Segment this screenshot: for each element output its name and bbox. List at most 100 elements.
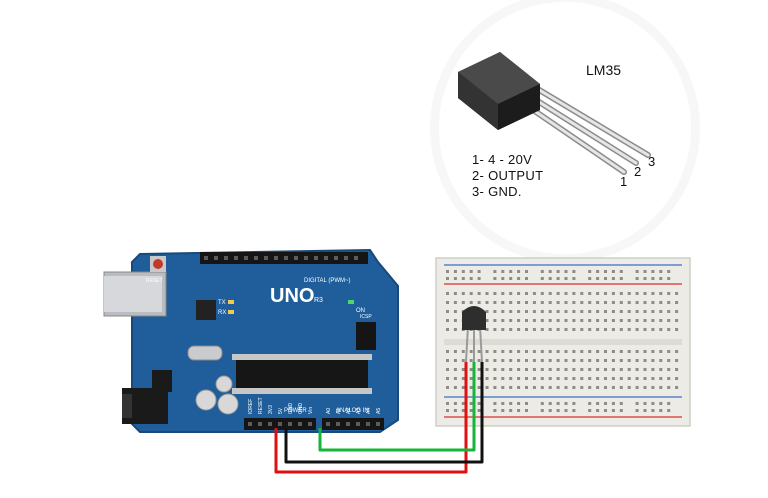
breadboard-hole (572, 277, 576, 280)
breadboard-hole (588, 350, 592, 353)
breadboard-hole (493, 319, 497, 322)
breadboard-hole (675, 301, 679, 304)
breadboard-hole (493, 292, 497, 295)
breadboard-hole (564, 310, 568, 313)
breadboard-hole (596, 377, 600, 380)
breadboard-hole (517, 377, 521, 380)
breadboard-hole (540, 359, 544, 362)
breadboard-hole (627, 359, 631, 362)
breadboard-hole (540, 386, 544, 389)
breadboard-hole (588, 310, 592, 313)
lm35-callout: 1 2 3 (430, 0, 700, 263)
breadboard-hole (627, 350, 631, 353)
breadboard-hole (540, 319, 544, 322)
power-pin-label: RESET (258, 397, 264, 414)
breadboard-hole (619, 409, 623, 412)
breadboard-hole (509, 402, 513, 405)
breadboard-hole (596, 402, 600, 405)
pin-legend: 1- 4 - 20V 2- OUTPUT 3- GND. (472, 152, 543, 200)
breadboard-hole (461, 359, 465, 362)
breadboard-hole (596, 409, 600, 412)
breadboard-hole (556, 292, 560, 295)
breadboard-hole (556, 368, 560, 371)
breadboard-hole (643, 386, 647, 389)
breadboard-hole (501, 270, 505, 273)
breadboard-hole (477, 270, 481, 273)
power-pin-label: GND (298, 403, 304, 415)
breadboard-hole (619, 310, 623, 313)
breadboard-hole (588, 292, 592, 295)
power-pin-label: IOREF (248, 399, 254, 414)
rx-label: RX (218, 310, 226, 316)
breadboard-hole (453, 310, 457, 313)
breadboard-hole (619, 277, 623, 280)
tx-led (228, 300, 234, 304)
breadboard-hole (572, 301, 576, 304)
breadboard-hole (556, 328, 560, 331)
breadboard-hole (469, 402, 473, 405)
breadboard-hole (461, 270, 465, 273)
breadboard-hole (580, 368, 584, 371)
breadboard-hole (540, 402, 544, 405)
breadboard-hole (611, 292, 615, 295)
breadboard-hole (643, 409, 647, 412)
breadboard-hole (446, 328, 449, 331)
breadboard-hole (667, 402, 671, 405)
wire-a0-green (318, 362, 476, 452)
breadboard-hole (627, 377, 631, 380)
breadboard-hole (446, 368, 449, 371)
breadboard-hole (493, 386, 497, 389)
breadboard-hole (572, 310, 576, 313)
breadboard-hole (485, 368, 489, 371)
breadboard-hole (596, 292, 600, 295)
breadboard-hole (548, 386, 552, 389)
breadboard-hole (675, 386, 679, 389)
breadboard-hole (446, 377, 449, 380)
breadboard-hole (509, 350, 513, 353)
power-pin-label: 5V (278, 407, 284, 414)
breadboard-hole (619, 301, 623, 304)
breadboard-hole (446, 386, 449, 389)
breadboard-hole (548, 301, 552, 304)
power-pin-label: Vin (308, 407, 314, 414)
breadboard-hole (564, 328, 568, 331)
board-name: UNO (270, 285, 314, 307)
breadboard-hole (588, 359, 592, 362)
breadboard-hole (659, 301, 663, 304)
breadboard-hole (580, 310, 584, 313)
breadboard-hole (548, 409, 552, 412)
breadboard-hole (485, 350, 489, 353)
breadboard-hole (446, 350, 449, 353)
breadboard-hole (509, 292, 513, 295)
breadboard-hole (548, 292, 552, 295)
lm35-sensor-breadboard (462, 306, 486, 363)
breadboard-hole (667, 377, 671, 380)
breadboard-hole (532, 377, 536, 380)
breadboard-hole (651, 350, 655, 353)
breadboard-hole (446, 409, 449, 412)
breadboard-hole (469, 386, 473, 389)
breadboard-hole (532, 301, 536, 304)
breadboard-hole (548, 350, 552, 353)
breadboard-hole (446, 292, 449, 295)
breadboard-hole (564, 301, 568, 304)
analog-header (322, 418, 384, 430)
breadboard-hole (643, 368, 647, 371)
breadboard-hole (572, 292, 576, 295)
breadboard-hole (572, 319, 576, 322)
breadboard-hole (517, 386, 521, 389)
breadboard-hole (627, 301, 631, 304)
breadboard-hole (556, 301, 560, 304)
power-label: POWER (284, 408, 307, 414)
breadboard-hole (461, 292, 465, 295)
breadboard-hole (493, 359, 497, 362)
breadboard-hole (532, 292, 536, 295)
power-pin-label: GND (288, 403, 294, 415)
callout-inner-circle (439, 2, 691, 254)
breadboard-hole (493, 270, 497, 273)
breadboard-hole (501, 328, 505, 331)
breadboard-hole (643, 310, 647, 313)
breadboard-hole (611, 359, 615, 362)
breadboard-hole (611, 402, 615, 405)
